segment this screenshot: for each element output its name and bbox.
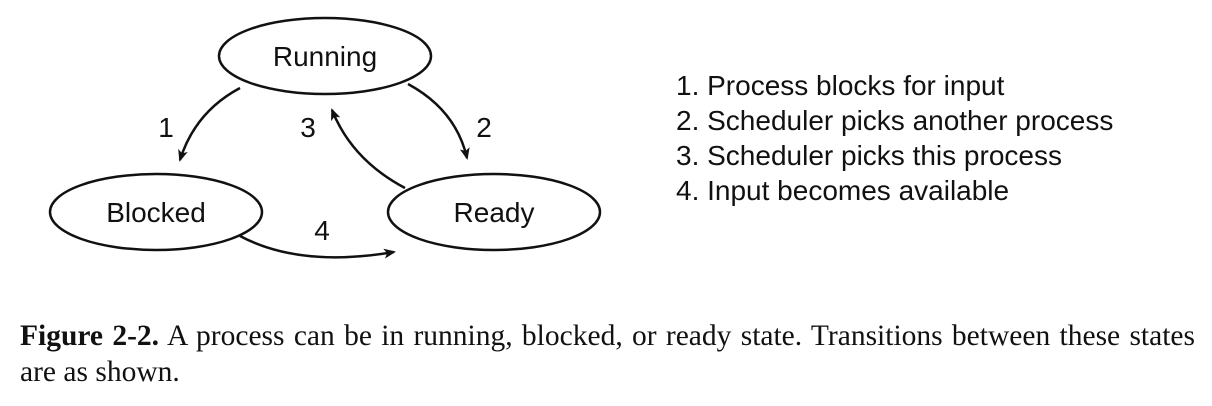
transition-1-label: 1: [158, 112, 174, 143]
state-ready-label: Ready: [454, 197, 535, 228]
transition-2-arrow: [407, 82, 470, 160]
state-blocked: Blocked: [48, 172, 264, 252]
transition-4-label: 4: [314, 215, 330, 246]
transition-1-arrow: [178, 86, 241, 162]
state-blocked-label: Blocked: [106, 197, 206, 228]
figure-caption: Figure 2-2.A process can be in running, …: [20, 318, 1195, 390]
legend-item-1: 1. Process blocks for input: [676, 70, 1005, 101]
process-state-diagram: Running Blocked Ready 1 2 3 4: [48, 16, 602, 259]
state-running-label: Running: [273, 41, 377, 72]
transition-4-arrow: [239, 234, 396, 259]
transition-legend: 1. Process blocks for input 2. Scheduler…: [676, 68, 1113, 208]
caption-text: A process can be in running, blocked, or…: [20, 320, 1195, 388]
figure-label: Figure 2-2.: [20, 320, 160, 352]
legend-item-2: 2. Scheduler picks another process: [676, 105, 1114, 136]
legend-item-4: 4. Input becomes available: [676, 175, 1010, 206]
state-ready: Ready: [386, 172, 602, 252]
legend-item-3: 3. Scheduler picks this process: [676, 140, 1062, 171]
transition-2-label: 2: [476, 112, 492, 143]
transition-3-label: 3: [300, 112, 316, 143]
state-running: Running: [217, 16, 433, 96]
transition-3-arrow: [330, 108, 406, 190]
